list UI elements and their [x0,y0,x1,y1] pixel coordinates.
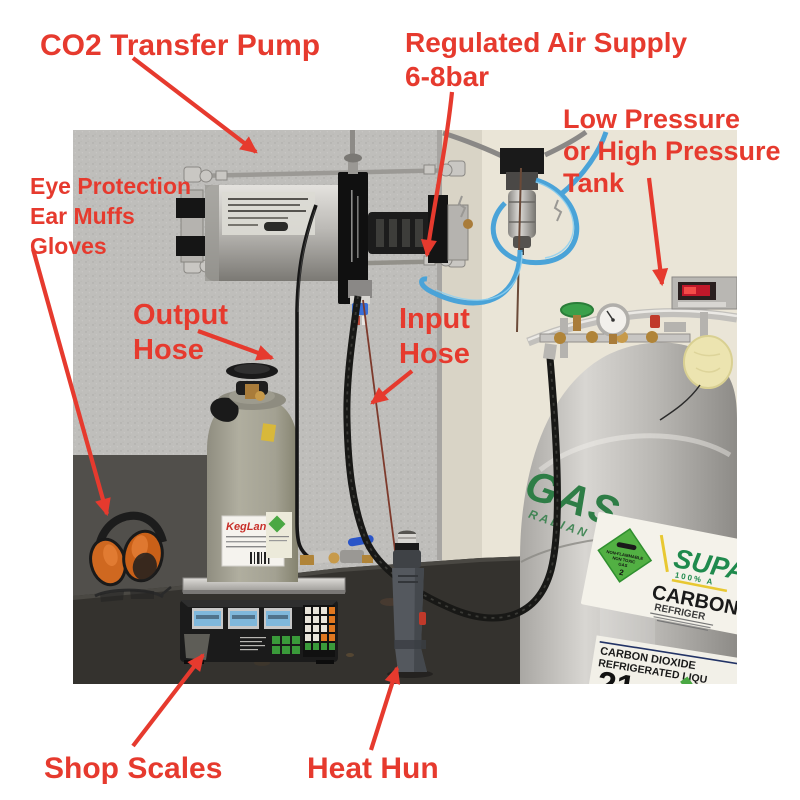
bench-stain [346,653,354,657]
svg-text:KegLand: KegLand [226,521,273,533]
svg-text:21: 21 [594,664,637,684]
svg-text:GAS: GAS [618,561,628,568]
pump-clamp-left [176,198,206,218]
tank-gauge [596,303,630,344]
scale-keypad [303,605,335,657]
tank-label-lower: CARBON DIOXIDE REFRIGERATED LIQU 21 [586,635,737,684]
annotated-photo: GAS RALIAN NON-FLAMMABLE NON TOXIC GAS 2… [73,130,737,684]
label-heat-gun: Heat Hun [307,752,439,785]
safety-glasses [94,586,172,602]
label-input-hose: Input Hose [399,303,470,370]
pump-center-bracket [338,172,368,304]
ear-muffs [89,511,167,587]
output-hose [295,204,318,560]
scale-info-text [240,637,266,651]
keg-handle [210,397,239,422]
label-regulated-air-supply: Regulated Air Supply 6-8bar [405,27,688,92]
tank-wrap [683,335,733,389]
air-tube [419,131,609,306]
label-shop-scales: Shop Scales [44,752,223,785]
shop-scale [180,600,338,664]
heat-gun-switch [419,612,426,625]
keg-side-label [266,512,292,558]
co2-keg: KegLand [182,363,346,594]
label-output-hose: Output Hose [133,299,229,366]
tank-handle-rail [526,308,737,347]
scale-green-keys [272,636,300,654]
pump-clamp-left [176,236,206,256]
pump-label [222,192,315,235]
svg-text:NON TOXIC: NON TOXIC [612,555,636,564]
heat-gun [387,530,433,678]
pilot-wire [362,299,398,567]
tank-valve-green [560,302,594,331]
tank-level-display [671,276,737,310]
svg-text:2: 2 [618,568,625,578]
wall-seam [437,130,442,560]
label-ppe: Eye Protection Ear Muffs Gloves [30,173,192,259]
label-co2-transfer-pump: CO2 Transfer Pump [40,29,321,62]
output-hose-valve [300,535,374,565]
label-tank: Low Pressure or High Pressure Tank [563,104,781,198]
scale-display [192,608,292,629]
co2-tank: GAS RALIAN NON-FLAMMABLE NON TOXIC GAS 2… [519,276,737,684]
transfer-pump [176,130,473,325]
keg-valve [226,363,278,401]
tank-label-upper: NON-FLAMMABLE NON TOXIC GAS 2 SUPA 100% … [581,512,737,635]
hazard-diamond: NON-FLAMMABLE NON TOXIC GAS 2 [597,528,653,583]
filter-bowl [508,190,536,238]
